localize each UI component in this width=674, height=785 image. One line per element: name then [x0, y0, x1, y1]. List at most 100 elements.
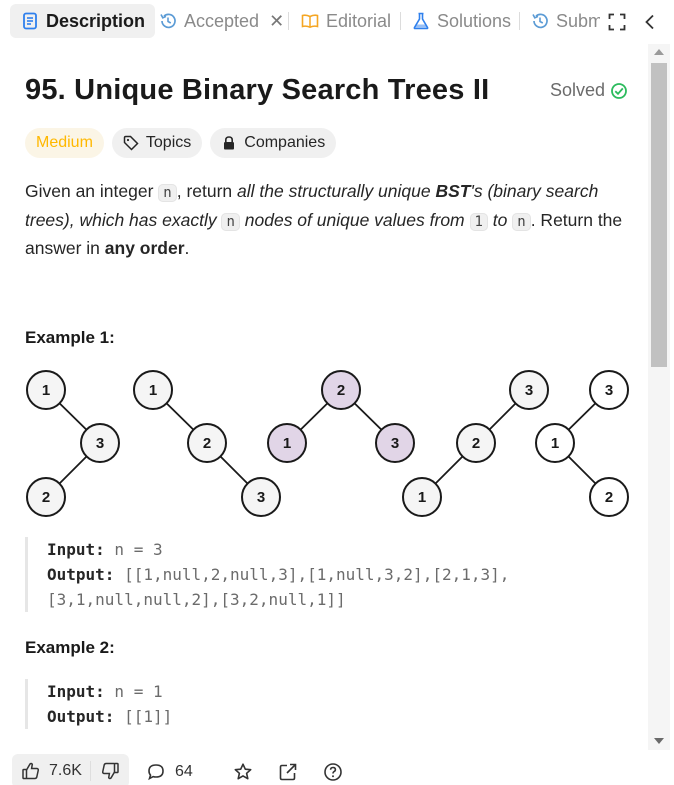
desc-bold: any order — [104, 238, 185, 258]
input-value: n = 3 — [104, 540, 163, 559]
topics-button[interactable]: Topics — [111, 128, 203, 158]
description-icon — [20, 11, 40, 31]
inline-code: n — [512, 212, 531, 231]
svg-text:1: 1 — [418, 489, 426, 506]
like-divider — [89, 761, 91, 781]
fullscreen-icon[interactable] — [605, 10, 629, 34]
check-circle-icon — [610, 82, 628, 100]
inline-code: n — [158, 184, 177, 202]
example-2-title: Example 2: — [25, 638, 115, 657]
tree-node: 3 — [241, 477, 281, 517]
scrollbar-thumb[interactable] — [651, 63, 667, 367]
output-value: [[1]] — [114, 707, 173, 726]
tab-label: Description — [46, 10, 146, 31]
thumbs-up-icon — [21, 761, 41, 781]
tree-node: 1 — [535, 423, 575, 463]
tree-node: 2 — [589, 477, 629, 517]
solved-status: Solved — [550, 80, 628, 101]
desc-bold-emphasis: BST — [435, 181, 471, 201]
companies-button[interactable]: Companies — [210, 128, 337, 158]
tree-node: 2 — [26, 477, 66, 517]
desc-text: , return — [176, 181, 238, 201]
example-1-tree-diagram: 1 3 2 1 2 3 2 1 3 3 2 1 3 1 2 — [26, 370, 629, 517]
input-label: Input: — [47, 682, 105, 701]
inline-code: n — [221, 212, 240, 231]
example-2-code-block: Input: n = 1 Output: [[1]] — [25, 679, 172, 729]
tree-node-highlighted: 1 — [267, 423, 307, 463]
scroll-up-icon[interactable] — [654, 49, 664, 55]
difficulty-badge: Medium — [25, 128, 104, 158]
tab-divider — [519, 12, 520, 30]
output-value: [3,1,null,null,2],[3,2,null,1]] — [47, 590, 346, 609]
output-label: Output: — [47, 707, 115, 726]
topics-label: Topics — [145, 134, 192, 151]
tree-node-highlighted: 3 — [375, 423, 415, 463]
dislike-button[interactable] — [91, 754, 129, 785]
svg-text:1: 1 — [551, 435, 559, 452]
tab-bar: Description Accepted ✕ Editorial Solutio… — [0, 0, 674, 44]
tab-accepted[interactable]: Accepted ✕ — [158, 4, 284, 38]
input-value: n = 1 — [104, 682, 163, 701]
tab-divider — [288, 12, 289, 30]
svg-text:2: 2 — [472, 435, 480, 452]
lock-icon — [221, 135, 237, 151]
comments-button[interactable]: 64 — [146, 762, 193, 782]
star-icon — [233, 762, 253, 782]
problem-description-panel: 95. Unique Binary Search Trees II Solved… — [0, 44, 648, 750]
svg-text:3: 3 — [391, 435, 399, 452]
help-button[interactable] — [323, 762, 343, 782]
solved-label: Solved — [549, 80, 605, 100]
tab-solutions[interactable]: Solutions — [411, 4, 511, 38]
example-1-code-block: Input: n = 3 Output: [[1,null,2,null,3],… — [25, 537, 509, 612]
tree-node: 1 — [26, 370, 66, 410]
external-link-icon — [278, 762, 298, 782]
tab-description[interactable]: Description — [10, 4, 156, 38]
tab-label: Subm — [556, 10, 600, 31]
svg-text:2: 2 — [605, 489, 613, 506]
tag-icon — [123, 135, 139, 151]
desc-text: Given an integer — [25, 181, 159, 201]
like-count: 7.6K — [49, 762, 82, 779]
like-button[interactable]: 7.6K — [12, 754, 90, 785]
tree-node: 2 — [456, 423, 496, 463]
svg-text:1: 1 — [149, 382, 157, 399]
desc-emphasis: all the structurally unique — [237, 181, 436, 201]
tab-divider — [400, 12, 401, 30]
thumbs-down-icon — [100, 761, 120, 781]
desc-emphasis: nodes of unique values from — [239, 209, 470, 230]
comment-icon — [146, 762, 166, 782]
desc-emphasis: to — [487, 209, 513, 230]
tree-node-highlighted: 2 — [321, 370, 361, 410]
book-icon — [300, 11, 320, 31]
scroll-down-icon[interactable] — [654, 738, 664, 744]
collapse-left-icon[interactable] — [638, 10, 662, 34]
favorite-button[interactable] — [233, 762, 253, 782]
question-circle-icon — [323, 762, 343, 782]
history-icon — [158, 11, 178, 31]
problem-tags: Medium Topics Companies — [25, 128, 337, 158]
desc-text: . — [184, 238, 190, 258]
inline-code: 1 — [469, 212, 488, 231]
close-icon[interactable]: ✕ — [269, 10, 285, 31]
tab-label: Accepted — [184, 10, 260, 31]
input-label: Input: — [47, 540, 105, 559]
svg-text:3: 3 — [525, 382, 533, 399]
tree-node: 2 — [187, 423, 227, 463]
tab-submissions[interactable]: Subm — [530, 4, 600, 38]
like-dislike-group: 7.6K — [12, 754, 129, 785]
svg-text:3: 3 — [96, 435, 104, 452]
tab-label: Editorial — [326, 10, 392, 31]
desc-emphasis: 's (binary search trees), which has exac… — [25, 181, 599, 230]
vertical-scrollbar[interactable] — [648, 44, 670, 750]
share-button[interactable] — [278, 762, 298, 782]
tree-node: 3 — [589, 370, 629, 410]
output-value: [[1,null,2,null,3],[1,null,3,2],[2,1,3], — [114, 565, 510, 584]
svg-text:2: 2 — [203, 435, 211, 452]
bottom-action-bar: 7.6K 64 — [0, 750, 674, 785]
problem-statement: Given an integer n, return all the struc… — [25, 178, 625, 262]
desc-text: . Return the answer in — [25, 209, 623, 259]
svg-text:2: 2 — [42, 489, 50, 506]
svg-text:1: 1 — [283, 435, 291, 452]
tab-editorial[interactable]: Editorial — [300, 4, 391, 38]
output-label: Output: — [47, 565, 115, 584]
